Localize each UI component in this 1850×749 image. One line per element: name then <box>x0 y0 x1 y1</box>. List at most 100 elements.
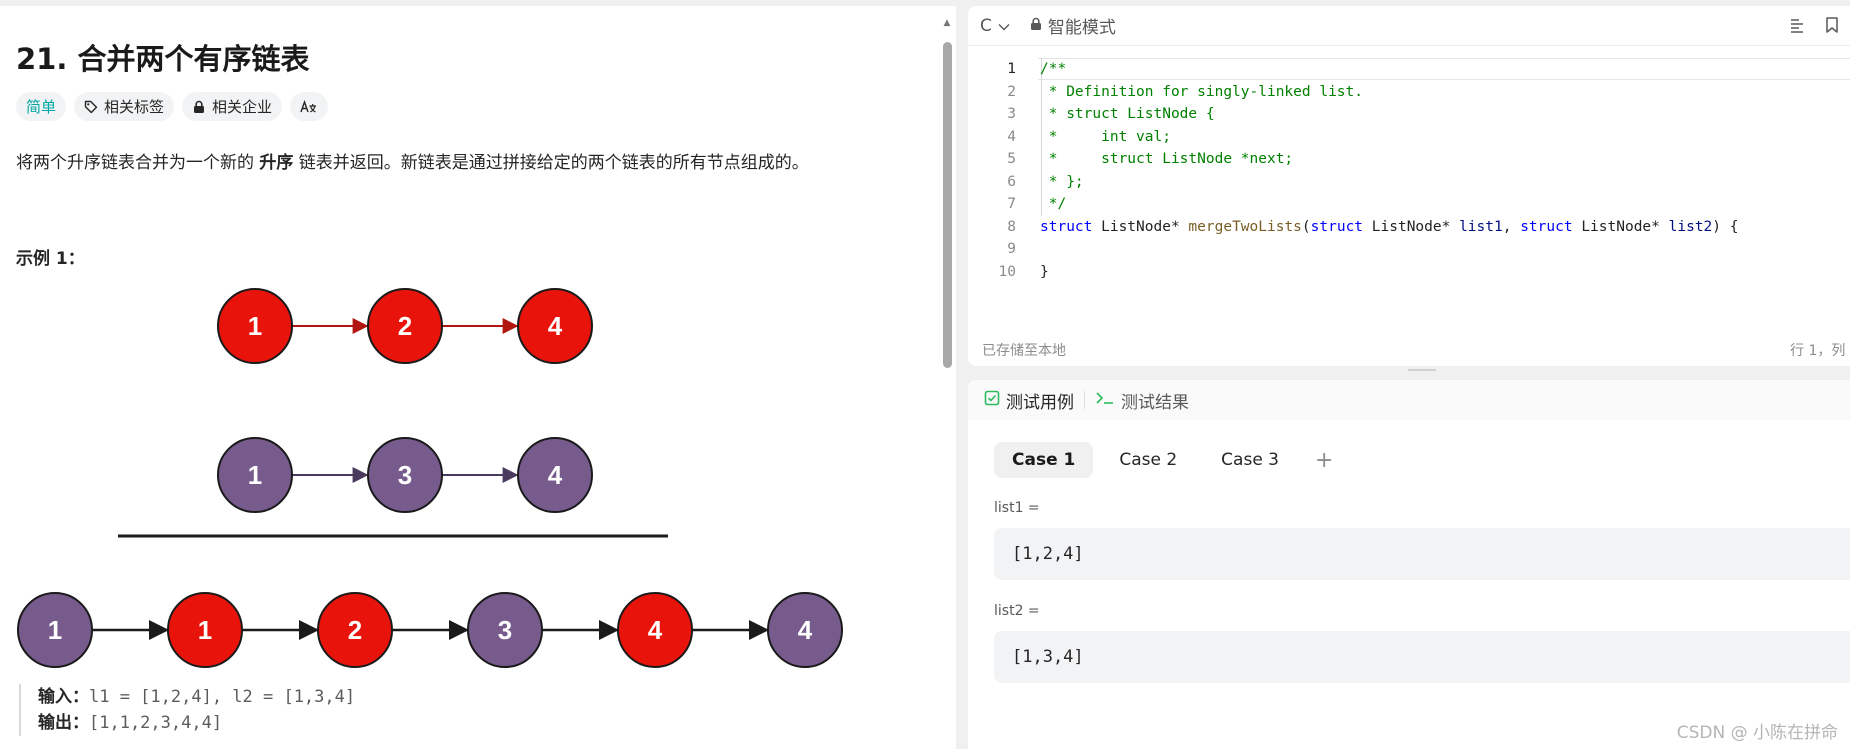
code-token: ListNode* <box>1572 218 1669 235</box>
smart-mode-toggle[interactable]: 智能模式 <box>1030 13 1116 38</box>
code-token: ) { <box>1712 218 1739 235</box>
language-select[interactable]: C <box>980 16 1010 36</box>
code-line[interactable]: 5 * struct ListNode *next; <box>968 148 1850 171</box>
save-status: 已存储至本地 <box>982 343 1066 359</box>
input-value: l1 = [1,2,4], l2 = [1,3,4] <box>89 687 356 707</box>
editor-toolbar: C 智能模式 <box>968 6 1850 46</box>
add-case-icon[interactable]: + <box>1315 447 1334 473</box>
code-text: * Definition for singly-linked list. <box>1040 81 1363 104</box>
translate-icon <box>300 99 318 114</box>
line-number: 10 <box>998 263 1016 280</box>
code-token: * struct ListNode { <box>1040 106 1215 122</box>
code-token: * Definition for singly-linked list. <box>1040 83 1364 100</box>
related-tags-label: 相关标签 <box>104 98 165 116</box>
code-token: struct <box>1040 218 1093 235</box>
line-number: 7 <box>1007 196 1016 212</box>
scroll-up-icon[interactable]: ▲ <box>943 18 951 28</box>
code-text: * struct ListNode *next; <box>1040 148 1293 171</box>
code-editor-panel: C 智能模式 1/**2 * Defini <box>968 6 1850 366</box>
difficulty-badge[interactable]: 简单 <box>16 92 67 121</box>
list1-node-circle <box>217 288 293 364</box>
active-line-highlight <box>1038 58 1850 80</box>
code-text: * struct ListNode { <box>1040 103 1215 126</box>
problem-title: 21. 合并两个有序链表 <box>16 42 310 76</box>
related-companies-button[interactable]: 相关企业 <box>182 92 283 121</box>
list2-input[interactable]: [1,3,4] <box>994 631 1850 683</box>
code-text: /** <box>1040 58 1066 81</box>
tab-result[interactable]: 测试结果 <box>1095 388 1189 413</box>
tab-testcase[interactable]: 测试用例 <box>984 388 1074 413</box>
case-tabs: Case 1 Case 2 Case 3 + <box>994 442 1333 478</box>
horizontal-splitter[interactable] <box>968 366 1850 380</box>
line-number: 2 <box>1007 83 1016 100</box>
problem-description-panel: 21. 合并两个有序链表 简单 相关标签 相关企业 <box>0 6 956 749</box>
merged-node-label: 1 <box>48 615 62 645</box>
code-token: /** <box>1040 61 1067 77</box>
code-token: struct <box>1520 218 1573 235</box>
merged-node-circle <box>617 592 693 668</box>
code-line[interactable]: 2 * Definition for singly-linked list. <box>968 81 1850 104</box>
list1-node-label: 4 <box>548 311 563 341</box>
smart-mode-label: 智能模式 <box>1047 18 1116 38</box>
vertical-splitter[interactable] <box>956 0 968 749</box>
merged-node-circle <box>17 592 93 668</box>
example-io: 输入：l1 = [1,2,4], l2 = [1,3,4] 输出：[1,1,2,… <box>19 684 355 736</box>
line-number: 5 <box>1007 151 1016 167</box>
list2-label: list2 = <box>994 603 1040 619</box>
line-number: 3 <box>1007 106 1016 122</box>
code-line[interactable]: 4 * int val; <box>968 126 1850 149</box>
code-text: * int val; <box>1040 126 1171 149</box>
related-companies-label: 相关企业 <box>212 98 273 116</box>
code-line[interactable]: 3 * struct ListNode { <box>968 103 1850 126</box>
code-line[interactable]: 7 */ <box>968 193 1850 216</box>
tab-result-label: 测试结果 <box>1121 392 1189 413</box>
code-area[interactable]: 1 /** 2 * Definition for singly-linked lis… <box>968 58 1850 283</box>
cursor-position: 行 1，列 <box>1790 343 1846 359</box>
lock-icon <box>1030 16 1042 36</box>
tab-testcase-label: 测试用例 <box>1006 392 1074 413</box>
list2-node-circle <box>217 437 293 513</box>
tag-icon <box>84 100 98 114</box>
statement-part-2: 链表并返回。新链表是通过拼接给定的两个链表的所有节点组成的。 <box>293 153 809 173</box>
splitter-grip[interactable] <box>1408 369 1436 371</box>
code-token: * }; <box>1040 173 1084 190</box>
code-token: ListNode* <box>1363 218 1460 235</box>
line-number: 6 <box>1007 173 1016 190</box>
list1-input[interactable]: [1,2,4] <box>994 528 1850 580</box>
merged-node-circle <box>167 592 243 668</box>
related-tags-button[interactable]: 相关标签 <box>74 92 175 121</box>
line-number: 4 <box>1007 128 1016 145</box>
code-line[interactable]: 10} <box>968 261 1850 284</box>
bookmark-icon[interactable] <box>1824 16 1840 39</box>
code-line[interactable]: 1 /** <box>968 58 1850 81</box>
code-token: ( <box>1301 218 1311 235</box>
terminal-icon <box>1095 390 1115 411</box>
scroll-thumb[interactable] <box>943 42 952 368</box>
line-number: 1 <box>1007 61 1016 77</box>
format-icon[interactable] <box>1788 16 1806 39</box>
problem-tags: 简单 相关标签 相关企业 <box>16 92 329 121</box>
case-tab-1[interactable]: Case 1 <box>994 442 1094 478</box>
code-text: * }; <box>1040 171 1084 194</box>
case-tab-3[interactable]: Case 3 <box>1221 450 1279 470</box>
description-scrollbar[interactable]: ▲ <box>942 18 952 749</box>
code-token: list2 <box>1668 218 1713 235</box>
translate-button[interactable] <box>290 92 329 121</box>
merged-node-label: 1 <box>198 615 212 645</box>
example-input-row: 输入：l1 = [1,2,4], l2 = [1,3,4] <box>38 684 355 710</box>
case-tab-2[interactable]: Case 2 <box>1119 450 1178 470</box>
code-line[interactable]: 6 * }; <box>968 171 1850 194</box>
statement-part-1: 将两个升序链表合并为一个新的 <box>16 153 260 173</box>
lock-icon <box>192 100 206 114</box>
merged-node-label: 4 <box>648 615 663 645</box>
checkbox-icon <box>984 390 1000 411</box>
code-text: } <box>1040 261 1049 284</box>
code-line[interactable]: 9 <box>968 238 1850 261</box>
chevron-down-icon <box>998 16 1010 36</box>
testcase-panel: 测试用例 测试结果 Case 1 Case 2 Case 3 + list1 =… <box>968 380 1850 749</box>
statement-bold: 升序 <box>259 153 294 173</box>
code-token: * struct ListNode *next; <box>1040 151 1294 167</box>
